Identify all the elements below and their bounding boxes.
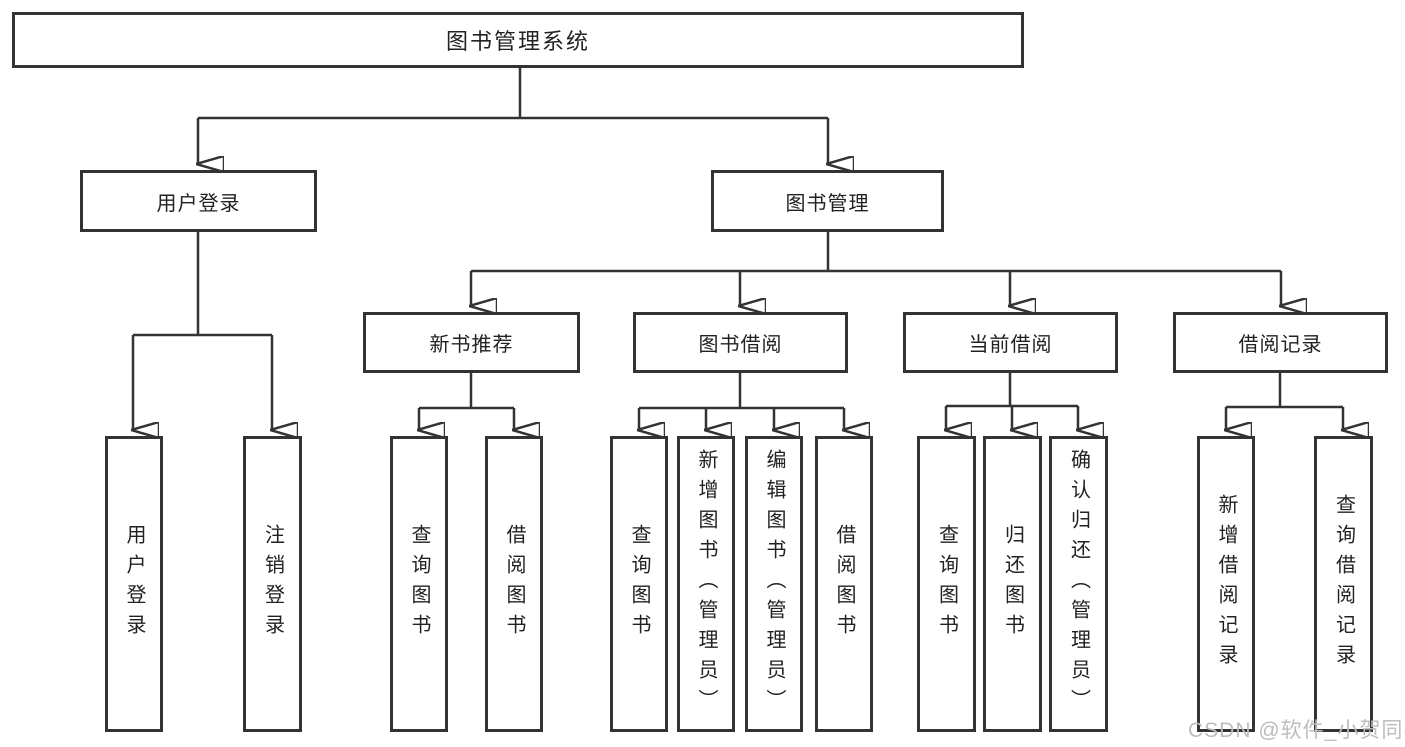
watermark-text: CSDN @软件_小贺同学 xyxy=(1188,719,1405,742)
node-query-borrow-record: 查询借阅记录 xyxy=(1314,436,1373,732)
node-user-login: 用户登录 xyxy=(80,170,317,232)
node-query-books-recommend: 查询图书 xyxy=(390,436,448,732)
node-return-books: 归还图书 xyxy=(983,436,1042,732)
node-borrow-books-recommend: 借阅图书 xyxy=(485,436,543,732)
node-confirm-return-admin: 确认归还（管理员） xyxy=(1049,436,1108,732)
node-query-books-borrowing: 查询图书 xyxy=(610,436,668,732)
node-add-borrow-record: 新增借阅记录 xyxy=(1197,436,1255,732)
node-library-system: 图书管理系统 xyxy=(12,12,1024,68)
node-current-borrowing: 当前借阅 xyxy=(903,312,1118,373)
node-edit-books-admin: 编辑图书（管理员） xyxy=(745,436,803,732)
node-borrow-books-borrowing: 借阅图书 xyxy=(815,436,873,732)
node-query-books-current: 查询图书 xyxy=(917,436,976,732)
node-book-management: 图书管理 xyxy=(711,170,944,232)
node-user-login-leaf: 用户登录 xyxy=(105,436,163,732)
node-add-books-admin: 新增图书（管理员） xyxy=(677,436,735,732)
node-logout-login-leaf: 注销登录 xyxy=(243,436,302,732)
node-new-book-recommend: 新书推荐 xyxy=(363,312,580,373)
node-borrowing-records: 借阅记录 xyxy=(1173,312,1388,373)
node-book-borrowing: 图书借阅 xyxy=(633,312,848,373)
